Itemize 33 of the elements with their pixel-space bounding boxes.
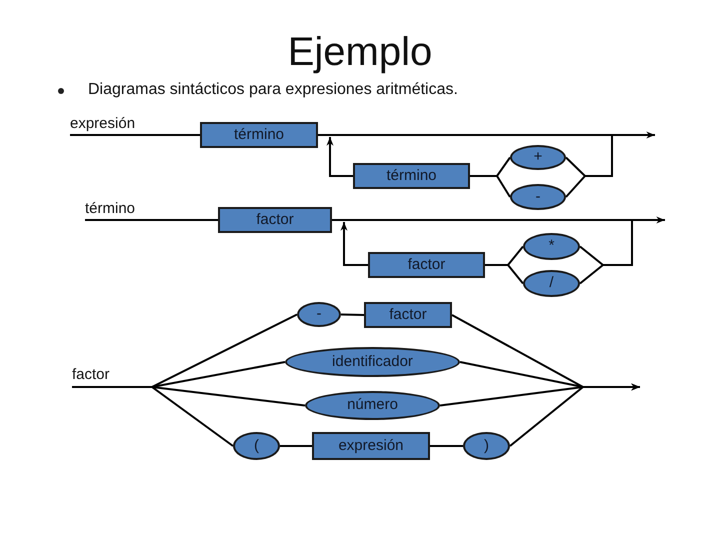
rule-name: expresión [70,116,136,135]
connector-line [72,386,234,447]
nonterminal-box: término [353,163,470,189]
connector-line [70,134,200,136]
connector-line [318,134,613,198]
arrow [509,384,640,447]
connector-line [485,264,524,284]
terminal-ellipse: ) [463,432,510,460]
terminal-ellipse: número [305,391,440,420]
title: Ejemplo [288,30,432,74]
terminal-ellipse: ( [233,432,280,460]
arrow [340,222,368,266]
terminal-ellipse: / [523,270,580,297]
connector-line [280,445,312,447]
nonterminal-box: término [200,122,318,148]
nonterminal-box: factor [368,252,485,278]
bullet-text: Diagramas sintácticos para expresiones aritméticas. [88,80,458,100]
nonterminal-box: factor [218,207,332,233]
connector-line [332,219,633,284]
connector-line [470,175,511,198]
arrow [326,137,353,177]
terminal-ellipse: - [510,184,566,210]
connector-line [340,314,364,316]
nonterminal-box: expresión [312,432,430,460]
connector-line [430,445,463,447]
rule-name: factor [72,367,110,387]
terminal-ellipse: identificador [285,347,460,377]
connector-line [85,219,218,221]
terminal-ellipse: * [523,233,580,260]
terminal-ellipse: - [297,302,341,327]
rule-name: término [85,201,136,220]
terminal-ellipse: + [510,145,566,170]
nonterminal-box: factor [364,302,452,328]
